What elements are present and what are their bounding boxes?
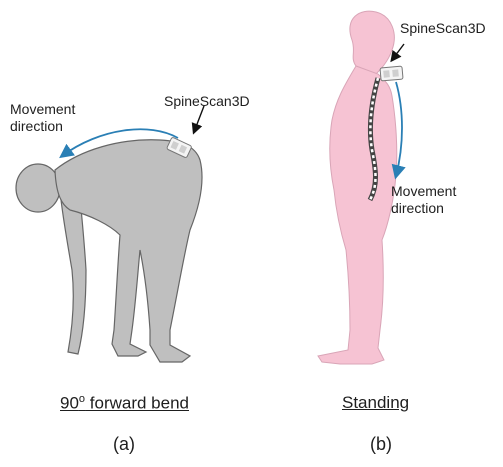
panel-a-movement-label: Movement direction [10,101,75,135]
panel-a-caption: 90o forward bend [60,393,189,414]
panel-b-sublabel: (b) [370,434,392,455]
panel-a-movement-line1: Movement [10,101,75,118]
panel-b-movement-line1: Movement [391,183,456,200]
panel-a-sublabel: (a) [113,434,135,455]
spinescan-device-icon [380,66,403,81]
panel-b-caption: Standing [342,393,409,413]
panel-a-device-label: SpineScan3D [164,93,250,110]
device-pointer-b [392,44,404,60]
standing-figure-head [350,11,394,74]
panel-b-device-label: SpineScan3D [400,20,486,37]
standing-figure-body [318,66,397,364]
panel-a-movement-line2: direction [10,118,75,135]
panel-b-movement-label: Movement direction [391,183,456,217]
bent-figure-head [16,164,60,212]
panel-b-movement-line2: direction [391,200,456,217]
bending-figure [16,106,204,362]
panel-a-caption-main: 90 [60,394,79,413]
panel-a-caption-rest: forward bend [85,394,189,413]
